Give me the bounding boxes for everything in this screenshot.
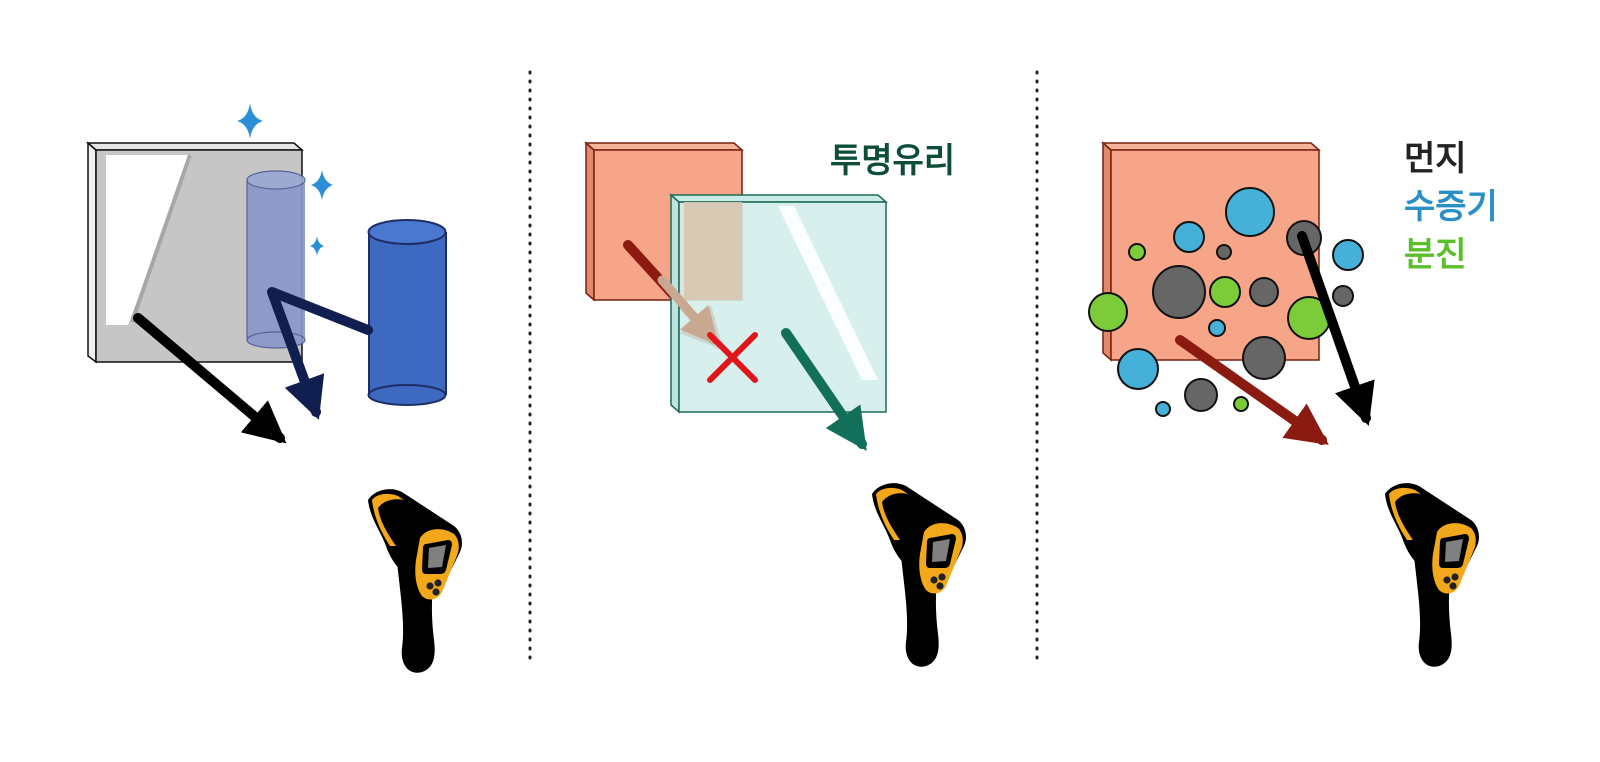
powder-particle [1209, 276, 1241, 308]
dust-particle [1242, 336, 1286, 380]
sparkle-icon [310, 236, 324, 256]
powder-particle [1128, 243, 1146, 261]
glass-pane [657, 193, 888, 414]
ir-thermometer-icon [1385, 483, 1479, 667]
ir-thermometer-icon [368, 489, 462, 673]
reflected-cylinder [246, 170, 306, 349]
ir-thermometer-icon [872, 483, 966, 667]
sparkle-icon [237, 103, 263, 139]
dust-particle [1249, 277, 1279, 307]
cylinder-object [367, 219, 447, 406]
vapor-particle [1225, 187, 1275, 237]
reflection-arrow-navy [267, 287, 373, 420]
target-emission-arrow [1175, 335, 1329, 445]
vapor-particle [1117, 348, 1159, 390]
dust-particle [1184, 378, 1218, 412]
dust-particle [1332, 285, 1354, 307]
glass-emission-arrow [781, 328, 867, 451]
panel-airborne-particles: 먼지 수증기 분진 [1088, 139, 1498, 667]
powder-particle [1233, 396, 1249, 412]
blocked-cross-icon [707, 332, 758, 383]
emission-arrow-black [133, 313, 287, 444]
panel-reflective-surface [86, 103, 462, 673]
sparkle-icon [311, 170, 333, 200]
vapor-particle [1208, 319, 1226, 337]
dust-label: 먼지 [1404, 139, 1467, 179]
powder-label: 분진 [1404, 235, 1467, 275]
vapor-particle [1155, 401, 1171, 417]
powder-particle [1088, 292, 1128, 332]
glass-label: 투명유리 [830, 141, 955, 181]
vapor-particle [1332, 239, 1364, 271]
dust-particle [1152, 265, 1206, 319]
vapor-label: 수증기 [1404, 187, 1498, 227]
vapor-particle [1173, 221, 1205, 253]
dust-particle [1216, 244, 1232, 260]
panel-transparent-glass: 투명유리 [584, 141, 966, 667]
particle-emission-arrow [1297, 231, 1375, 426]
